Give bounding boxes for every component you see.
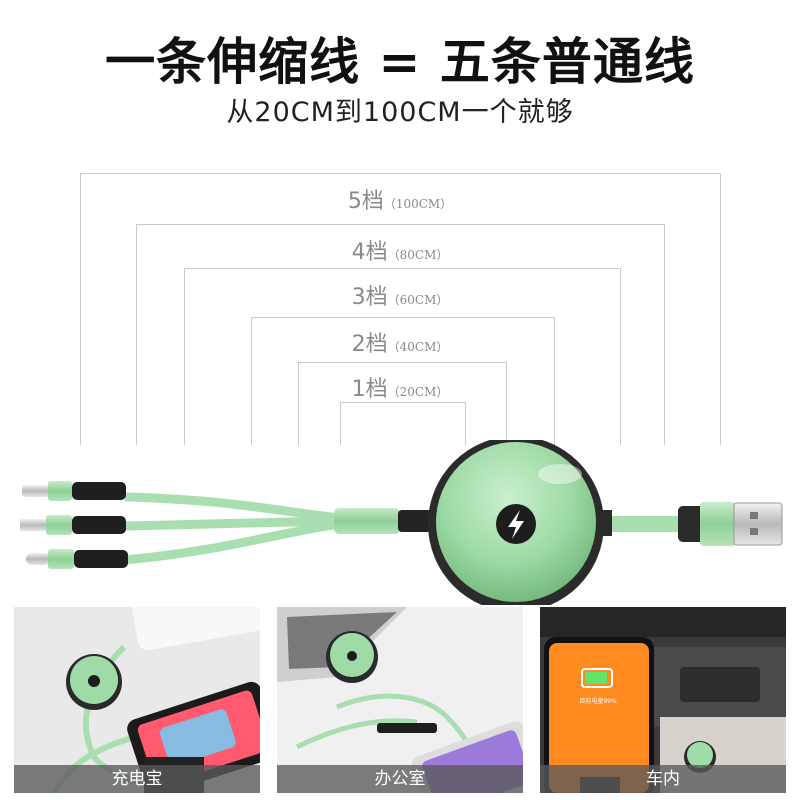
length-frame-2 — [251, 317, 555, 445]
length-frame-inner — [340, 402, 466, 445]
level-4-label: 4档（80CM） — [200, 234, 600, 266]
level-3-label: 3档（60CM） — [200, 279, 600, 311]
scene-power-bank: 充电宝 — [14, 607, 260, 793]
scene-car: 目前电量99% 车内 — [540, 607, 786, 793]
level-3-name: 3档 — [351, 285, 388, 310]
level-1-length: （20CM） — [387, 385, 449, 399]
scene-office: 办公室 — [277, 607, 523, 793]
level-2-label: 2档（40CM） — [200, 326, 600, 358]
level-1-label: 1档（20CM） — [200, 371, 600, 403]
level-3-length: （60CM） — [387, 293, 449, 307]
level-5-label: 5档（100CM） — [200, 183, 600, 215]
scene-caption-power-bank: 充电宝 — [14, 765, 260, 793]
scene-caption-car: 车内 — [540, 765, 786, 793]
phone-battery-text: 目前电量99% — [579, 697, 617, 705]
level-4-length: （80CM） — [387, 248, 449, 262]
usb-a-connector — [678, 502, 783, 546]
retractable-cable-illustration — [20, 440, 783, 605]
length-frame-3 — [184, 268, 621, 445]
page-title: 一条伸缩线 = 五条普通线 — [105, 33, 695, 91]
length-frame-5 — [80, 173, 721, 445]
length-frame-4 — [136, 224, 665, 445]
usb-c-connector — [26, 549, 128, 569]
micro-usb-connector — [20, 515, 126, 535]
length-frame-1 — [298, 362, 507, 445]
level-2-length: （40CM） — [387, 340, 449, 354]
level-2-name: 2档 — [351, 332, 388, 357]
lightning-connector — [22, 481, 126, 501]
level-4-name: 4档 — [351, 240, 388, 265]
level-1-name: 1档 — [351, 377, 388, 402]
scene-caption-office: 办公室 — [277, 765, 523, 793]
level-5-length: （100CM） — [383, 197, 453, 211]
page-subtitle: 从20CM到100CM一个就够 — [226, 97, 574, 128]
level-5-name: 5档 — [347, 189, 384, 214]
